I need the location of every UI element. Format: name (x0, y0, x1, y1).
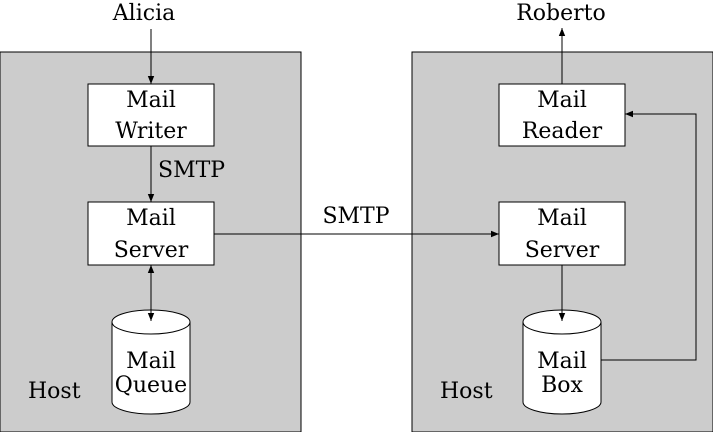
left-mail-writer: Mail Writer (87, 83, 215, 147)
left-mail-queue-line1: Mail (126, 349, 176, 374)
right-mail-reader-line2: Reader (522, 119, 603, 144)
sender-label: Alicia (112, 1, 175, 26)
left-mail-server-line1: Mail (126, 206, 176, 231)
receiver-label: Roberto (516, 1, 606, 26)
left-mail-queue-line2: Queue (115, 373, 187, 398)
right-mail-server-line1: Mail (537, 206, 587, 231)
left-mail-server: Mail Server (87, 201, 215, 266)
right-mail-box: Mail Box (522, 309, 602, 415)
left-mail-server-line2: Server (114, 238, 189, 263)
left-mail-writer-line2: Writer (115, 119, 187, 144)
right-host-label: Host (440, 379, 493, 404)
right-mail-reader-line1: Mail (537, 88, 587, 113)
left-mail-writer-line1: Mail (126, 88, 176, 113)
right-mail-box-line2: Box (541, 373, 583, 398)
mailbox-to-reader-arrow (601, 110, 697, 361)
right-mail-server: Mail Server (498, 201, 626, 266)
left-host-label: Host (28, 379, 81, 404)
right-mail-server-line2: Server (525, 238, 600, 263)
left-mail-queue: Mail Queue (111, 309, 191, 415)
right-mail-box-line1: Mail (537, 349, 587, 374)
right-mail-reader: Mail Reader (498, 83, 626, 147)
writer-to-server-protocol-label: SMTP (158, 158, 225, 183)
server-to-server-protocol-label: SMTP (322, 204, 389, 229)
